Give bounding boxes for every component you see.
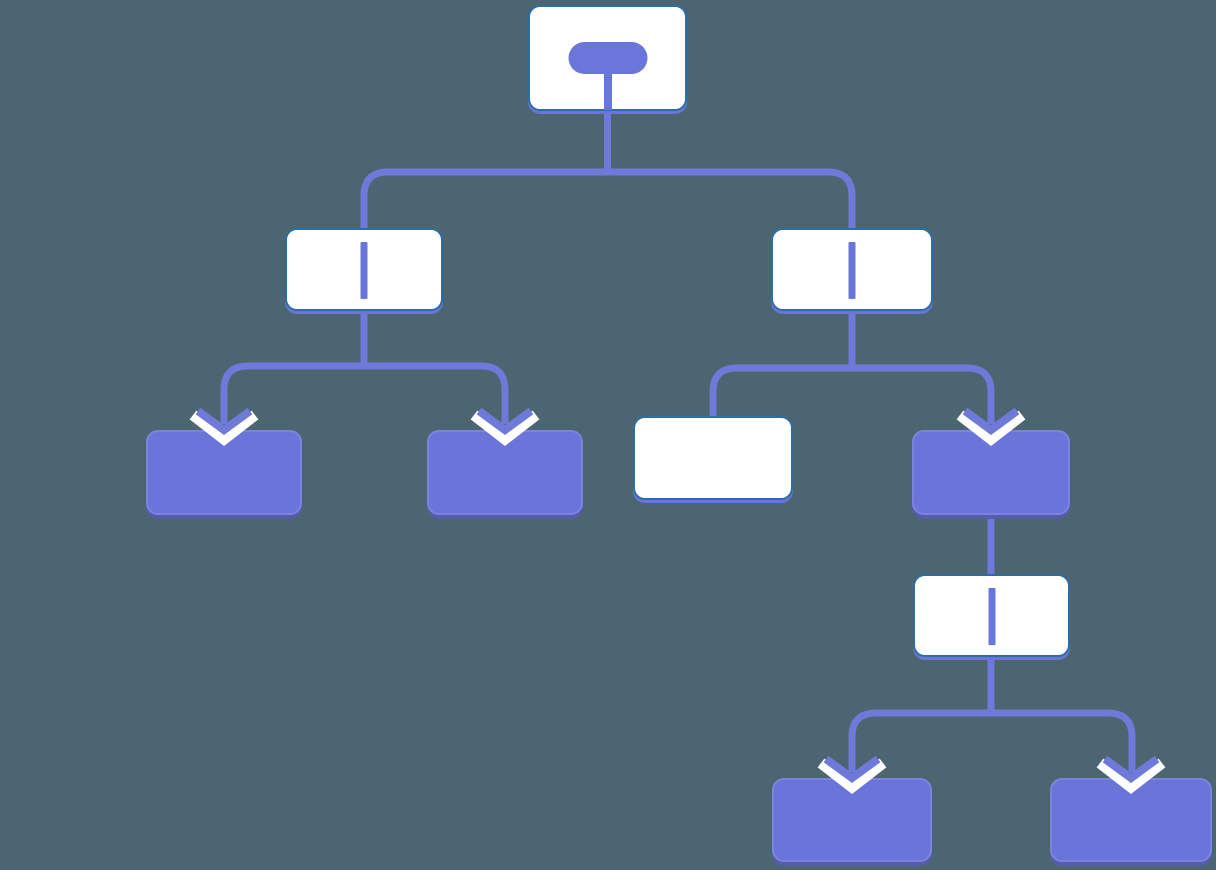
vertical-bar-icon: [848, 242, 856, 299]
node-child-plain[interactable]: [633, 416, 793, 500]
node-leaf-1[interactable]: [146, 430, 302, 515]
vertical-bar-icon: [988, 588, 995, 645]
node-sub-branch[interactable]: [913, 574, 1070, 657]
vertical-bar-icon: [360, 242, 368, 299]
node-leaf-2[interactable]: [427, 430, 583, 515]
node-leaf-4[interactable]: [1050, 778, 1212, 862]
node-branch-right[interactable]: [771, 228, 933, 311]
pill-icon: [568, 42, 647, 74]
node-child-target[interactable]: [912, 430, 1070, 515]
node-leaf-3[interactable]: [772, 778, 932, 862]
node-branch-left[interactable]: [285, 228, 443, 311]
node-root[interactable]: [528, 5, 687, 111]
pill-stem-icon: [603, 65, 612, 110]
